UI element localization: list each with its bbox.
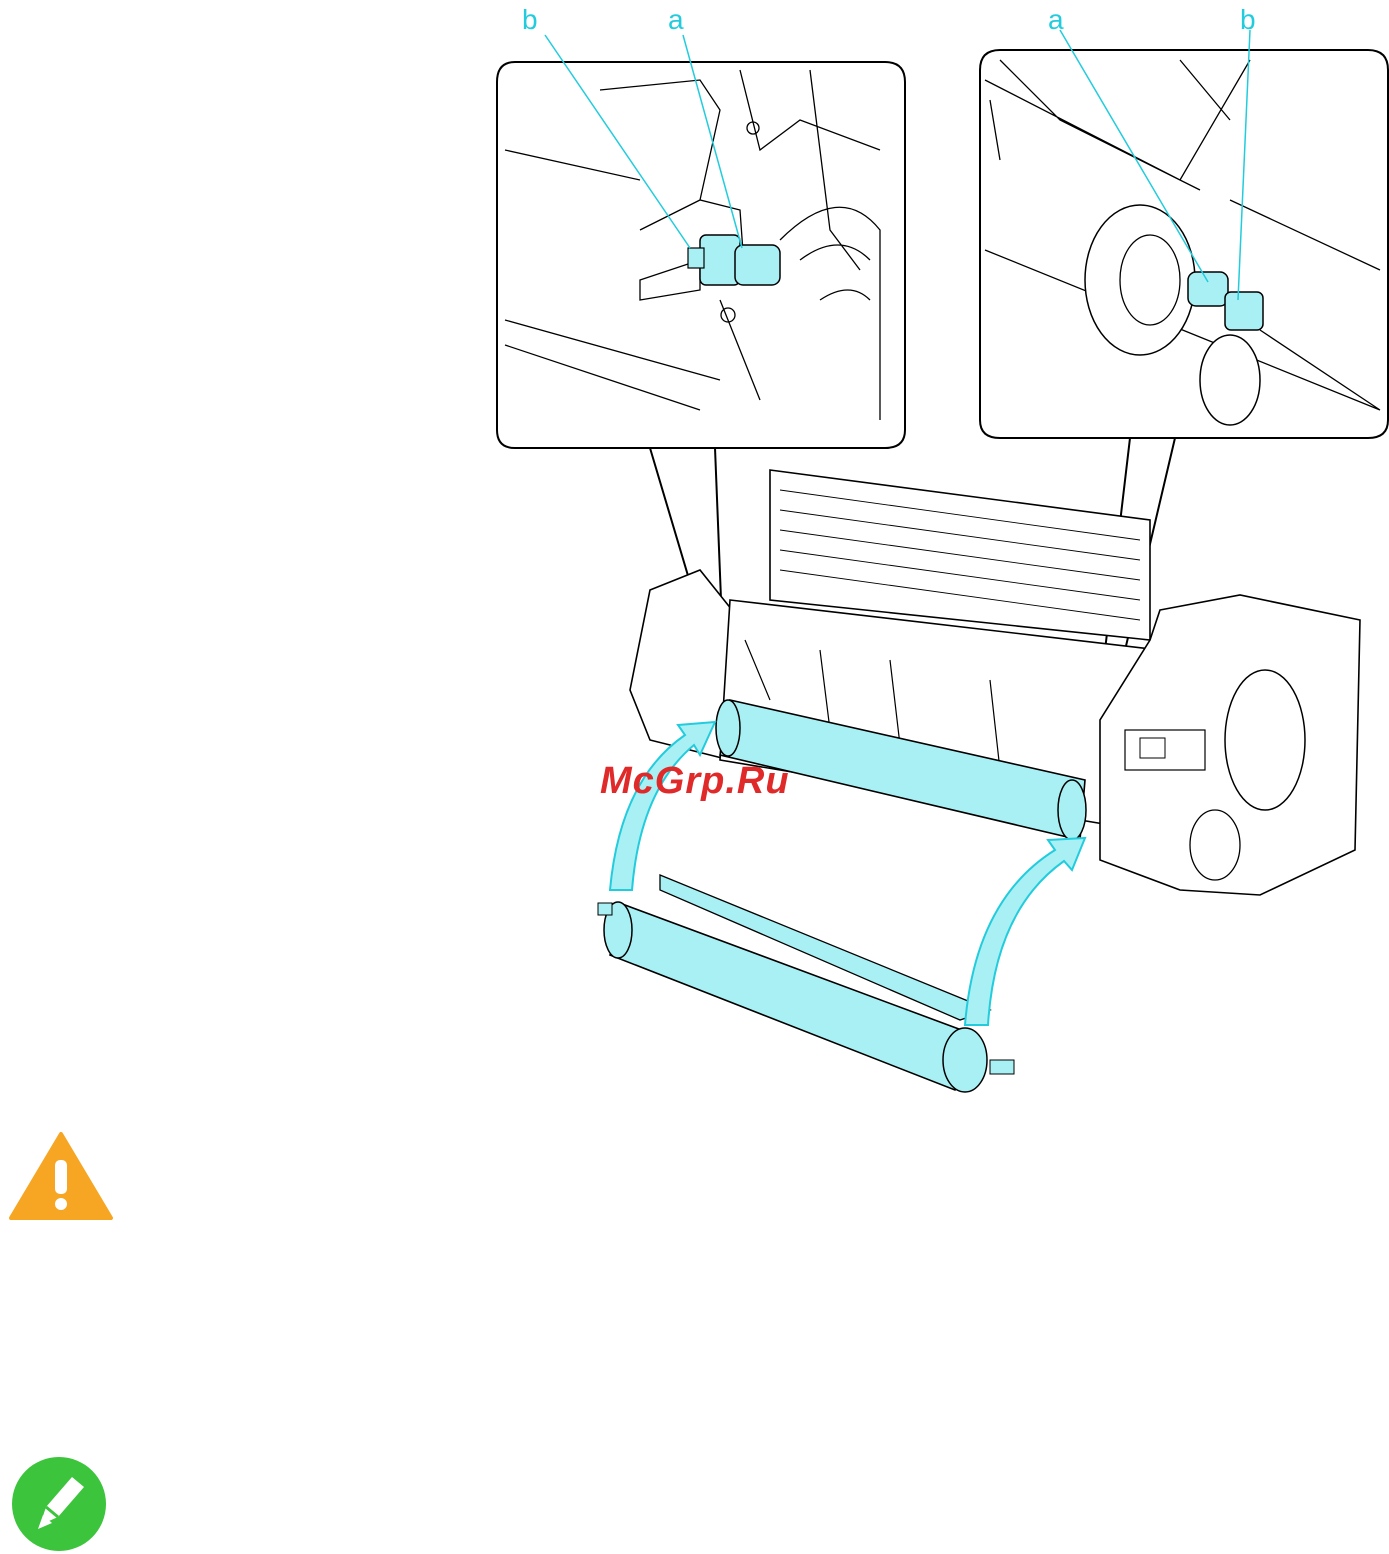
paper-roll	[598, 875, 1014, 1092]
callout-b-right: b	[1240, 6, 1256, 34]
caution-icon	[8, 1130, 114, 1222]
callout-a-right: a	[1048, 6, 1064, 34]
inset-right	[980, 30, 1388, 438]
watermark-text: McGrp.Ru	[600, 760, 790, 803]
printer-body	[630, 470, 1360, 895]
inset-left	[497, 35, 905, 448]
callout-a-left: a	[668, 6, 684, 34]
callout-b-left: b	[522, 6, 538, 34]
note-icon	[10, 1455, 108, 1553]
